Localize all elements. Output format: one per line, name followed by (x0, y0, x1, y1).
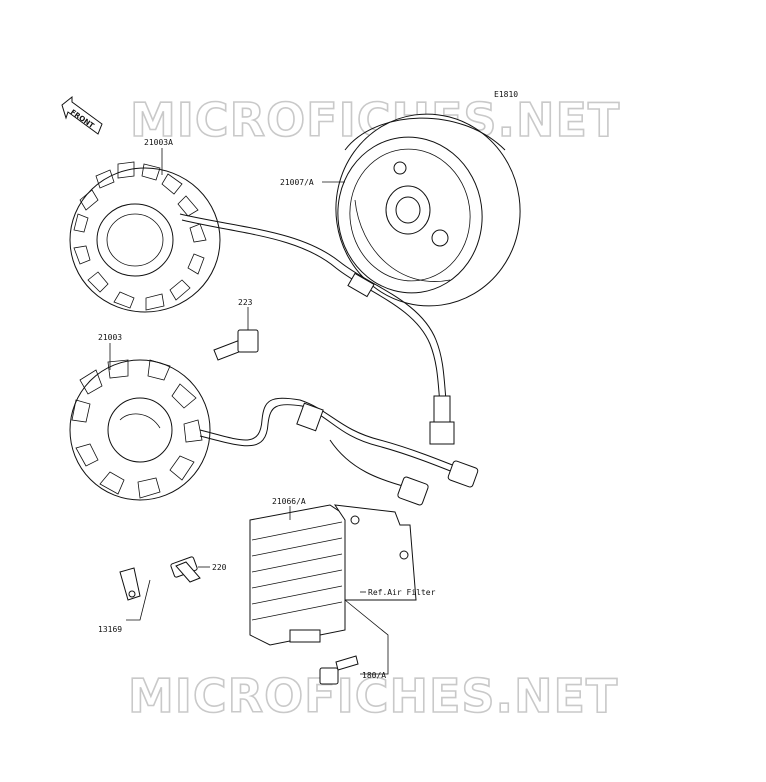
clamp-13169 (119, 567, 141, 601)
label-21003a: 21003A (144, 138, 173, 147)
front-arrow-icon: FRONT (61, 95, 103, 135)
label-21007a: 21007/A (280, 178, 314, 187)
label-21003: 21003 (98, 333, 122, 342)
stator-lower (69, 359, 211, 501)
label-220: 220 (212, 563, 227, 572)
watermark-top: MICROFICHES.NET (130, 93, 620, 147)
bolt-223 (213, 329, 259, 361)
label-180a: 180/A (362, 671, 386, 680)
wire-clip (347, 272, 375, 298)
stator-top (69, 161, 221, 313)
connector-top (429, 395, 455, 445)
wire-lower (199, 397, 471, 473)
label-223: 223 (238, 298, 253, 307)
diagram-code: E1810 (494, 90, 518, 99)
connector-mid (296, 402, 324, 432)
wire-top (179, 213, 447, 401)
rotor-flywheel (335, 113, 521, 307)
bolt-180a (319, 655, 359, 685)
label-13169: 13169 (98, 625, 122, 634)
watermark-bottom: MICROFICHES.NET (128, 669, 618, 723)
bracket (333, 504, 417, 601)
label-ref-air-filter: Ref.Air Filter (368, 588, 436, 597)
connector-lower (397, 476, 429, 506)
label-21066a: 21066/A (272, 497, 306, 506)
regulator-rectifier (249, 504, 346, 646)
leader-lines (109, 148, 389, 675)
bolt-220 (170, 556, 201, 583)
connector-right (447, 460, 479, 488)
